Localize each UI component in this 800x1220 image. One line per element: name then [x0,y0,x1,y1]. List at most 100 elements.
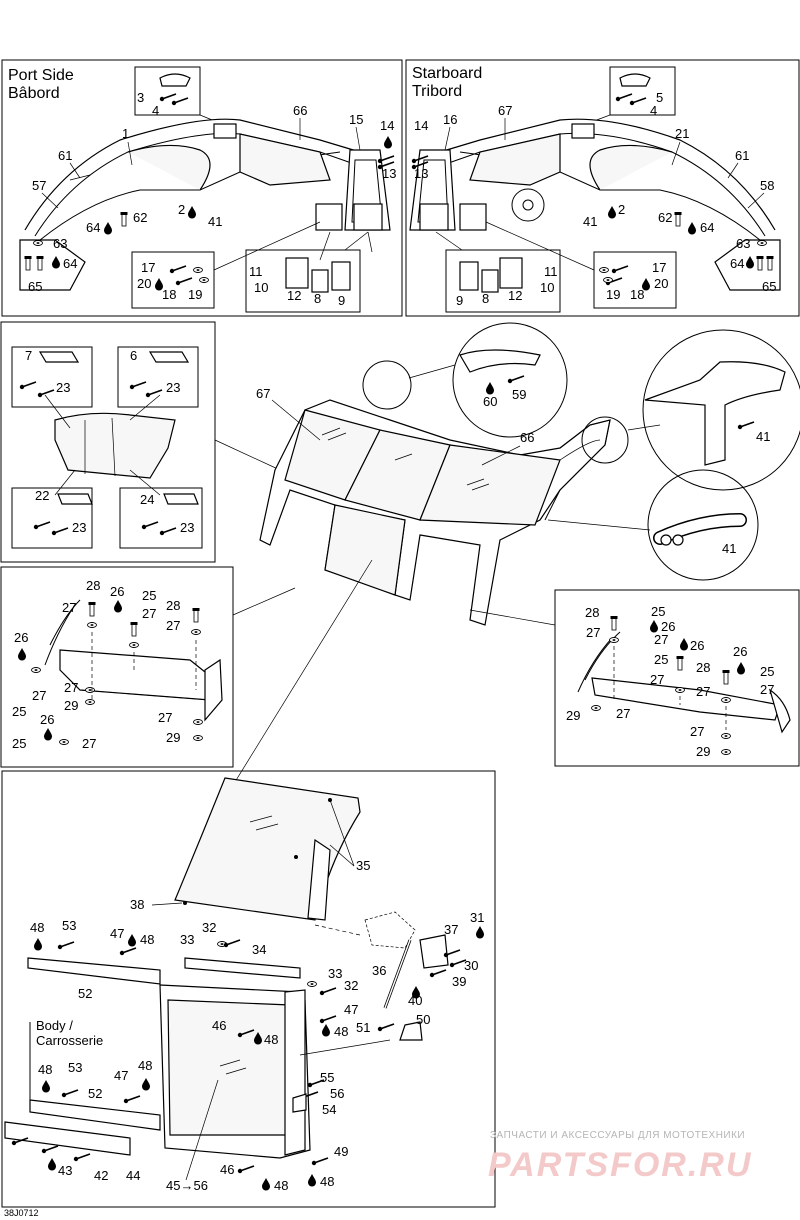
callout-23b: 23 [166,380,180,395]
callout-r27a: 27 [586,625,600,640]
starboard-panel [405,59,800,317]
callout-s17: 17 [652,260,666,275]
callout-53b: 53 [68,1060,82,1075]
callout-s64b: 64 [730,256,744,271]
callout-15: 15 [349,112,363,127]
callout-64b: 64 [63,256,77,271]
callout-20: 20 [137,276,151,291]
callout-s14: 14 [414,118,428,133]
port-glass-1 [127,144,211,191]
callout-r25a: 25 [651,604,665,619]
callout-l27b: 27 [142,606,156,621]
callout-r26c: 26 [733,644,747,659]
callout-12: 12 [287,288,301,303]
steering-wheel [511,188,545,222]
glass-panel-66 [419,444,561,526]
callout-41a: 41 [756,429,770,444]
port-inset-hinge [245,249,361,313]
callout-48d: 48 [264,1032,278,1047]
callout-r27g: 27 [690,724,704,739]
bracket-inset-24 [119,487,203,549]
callout-49: 49 [334,1144,348,1159]
callout-2: 2 [178,202,185,217]
bracket-inset-22 [11,487,93,549]
callout-48g: 48 [274,1178,288,1193]
callout-22: 22 [35,488,49,503]
callout-63: 63 [53,236,67,251]
callout-s67: 67 [498,103,512,118]
callout-s21: 21 [675,126,689,141]
strip-44 [4,1121,131,1156]
callout-7: 7 [25,348,32,363]
callout-41: 41 [208,214,222,229]
callout-31: 31 [470,910,484,925]
bracket-detail-panel [0,321,216,563]
callout-35: 35 [356,858,370,873]
callout-1: 1 [122,126,129,141]
callout-r26a: 26 [661,619,675,634]
callout-42: 42 [94,1168,108,1183]
callout-48f: 48 [138,1058,152,1073]
callout-17: 17 [141,260,155,275]
callout-44: 44 [126,1168,140,1183]
callout-48h: 48 [320,1174,334,1189]
callout-36: 36 [372,963,386,978]
callout-48c: 48 [334,1024,348,1039]
callout-r29b: 29 [696,744,710,759]
upper-glass-38 [174,777,361,921]
door-glass [167,999,291,1136]
watermark-logo: PARTSFOR.RU [488,1146,752,1184]
callout-59: 59 [512,387,526,402]
callout-s16: 16 [443,112,457,127]
callout-33b: 33 [328,966,342,981]
body-label-en: Body / [36,1018,73,1033]
callout-19: 19 [188,287,202,302]
callout-r27b: 27 [654,632,668,647]
hinge-ghost [364,911,416,949]
callout-37: 37 [444,922,458,937]
port-glass-66 [239,133,331,186]
starboard-inset-hinge [445,249,561,313]
callout-s9: 9 [456,293,463,308]
lower-assembly-panel [1,770,496,1208]
callout-r27c: 27 [650,672,664,687]
callout-s19: 19 [606,287,620,302]
detail-callout-59-60 [452,322,568,438]
small-windshield [54,412,176,479]
callout-s63: 63 [736,236,750,251]
callout-r27e: 27 [760,682,774,697]
rail-52-upper [27,957,161,985]
callout-s64: 64 [700,220,714,235]
callout-65: 65 [28,279,42,294]
callout-l25b: 25 [12,704,26,719]
callout-23a: 23 [56,380,70,395]
callout-52a: 52 [78,986,92,1001]
port-title-en: Port Side [8,67,74,84]
starboard-glass-21 [589,144,673,191]
starboard-inset-bolts [593,251,677,309]
port-title-fr: Bâbord [8,85,60,102]
callout-13: 13 [382,166,396,181]
callout-46b: 46 [220,1162,234,1177]
callout-34: 34 [252,942,266,957]
callout-61: 61 [58,148,72,163]
callout-s11: 11 [544,264,558,279]
callout-r29a: 29 [566,708,580,723]
callout-s10: 10 [540,280,554,295]
callout-32a: 32 [202,920,216,935]
right-mount-panel [554,589,800,767]
callout-53a: 53 [62,918,76,933]
callout-18: 18 [162,287,176,302]
door-panel [324,504,406,596]
callout-47b: 47 [344,1002,358,1017]
callout-39: 39 [452,974,466,989]
starboard-title-en: Starboard [412,65,482,82]
callout-l25a: 25 [142,588,156,603]
bracket-inset-7 [11,346,93,408]
callout-67-center: 67 [256,386,270,401]
callout-l25c: 25 [12,736,26,751]
callout-50: 50 [416,1012,430,1027]
callout-s61: 61 [735,148,749,163]
callout-l29b: 29 [166,730,180,745]
